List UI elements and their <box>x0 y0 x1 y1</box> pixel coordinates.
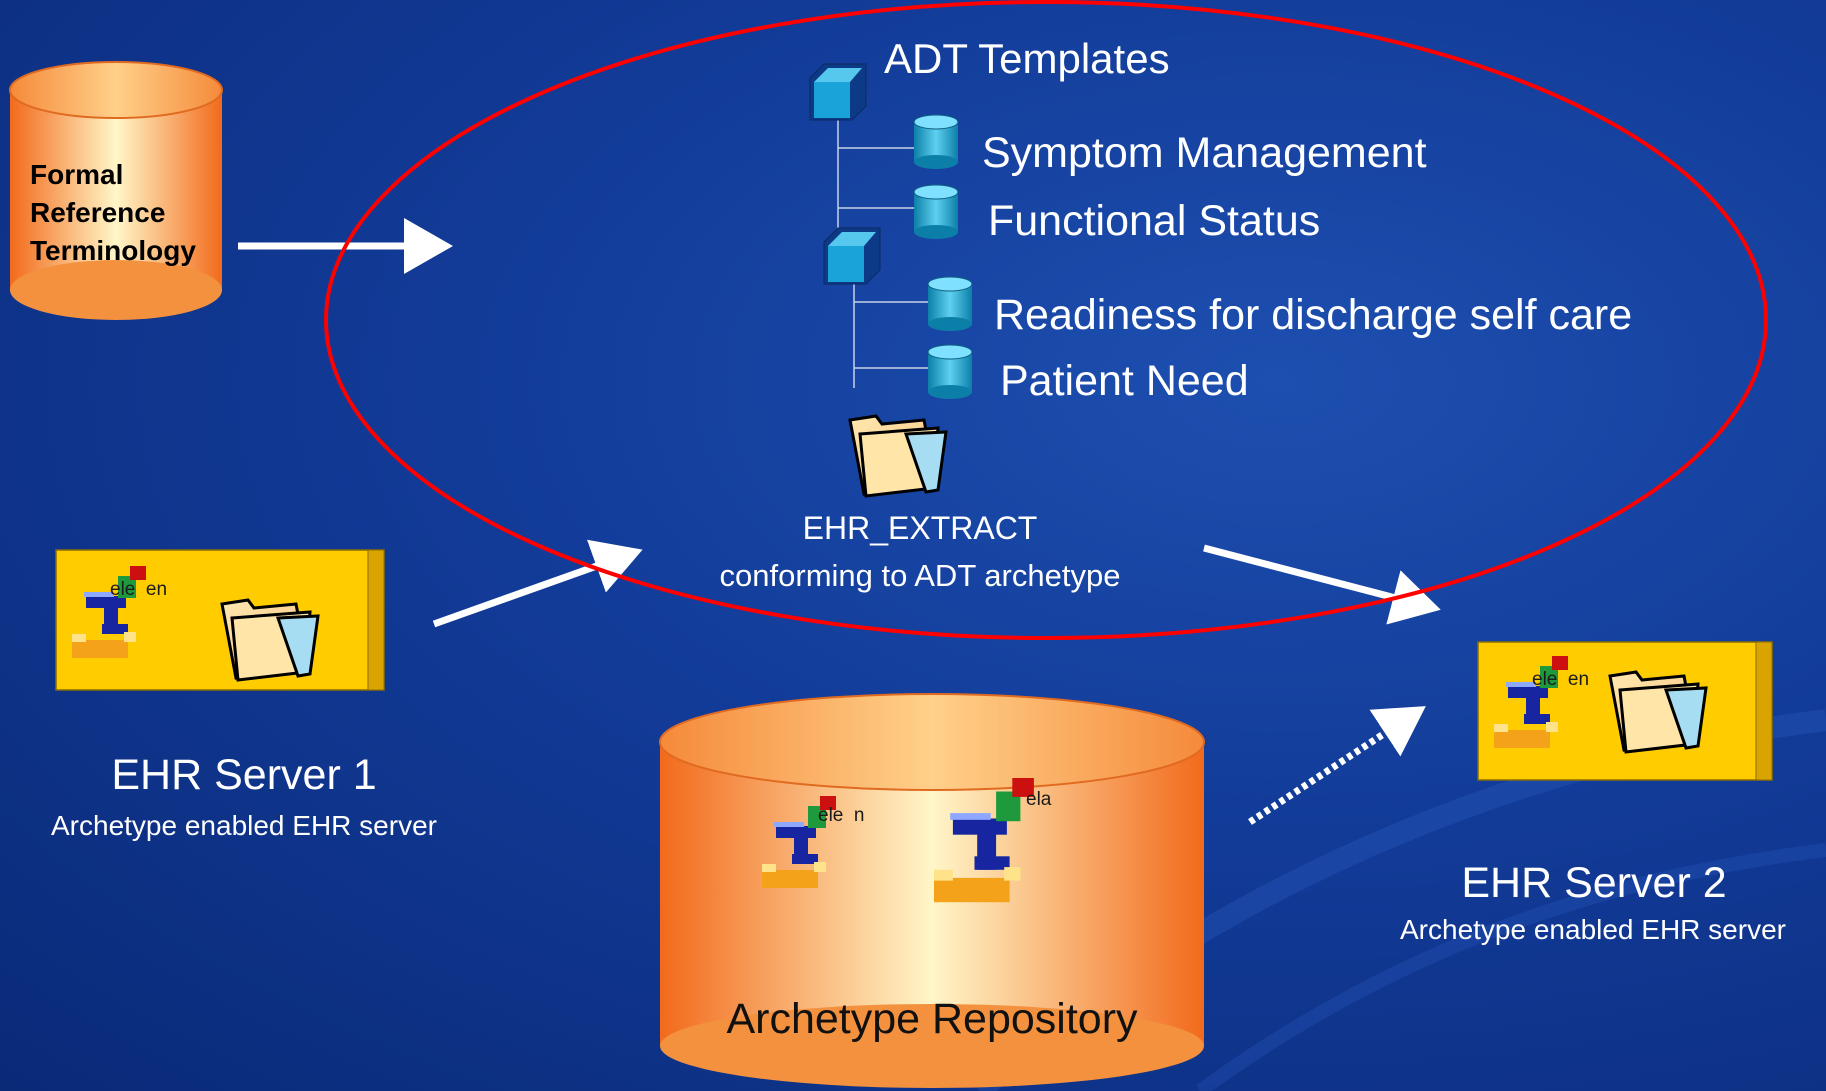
template-item-symptom: Symptom Management <box>982 129 1427 177</box>
server1-box <box>55 549 385 691</box>
functional-database-icon <box>913 184 959 240</box>
terminology-label-line2: Reference <box>30 197 166 228</box>
server2-subtitle: Archetype enabled EHR server <box>1400 914 1786 945</box>
template-root-cube-icon <box>809 63 867 121</box>
repository-to-server2-arrow <box>1248 706 1426 825</box>
template-group-cube-icon <box>823 227 881 285</box>
highlight-ellipse <box>324 0 1768 640</box>
terminology-label-line3: Terminology <box>30 235 196 266</box>
extract-folder-icon <box>848 414 948 498</box>
server2-box <box>1477 641 1773 781</box>
server2-folder-icon <box>1608 670 1708 754</box>
patient-need-database-icon <box>927 344 973 400</box>
server1-title: EHR Server 1 <box>111 751 377 799</box>
repository-element-label-2: ela <box>1026 789 1052 810</box>
template-item-readiness: Readiness for discharge self care <box>994 291 1633 339</box>
server1-folder-icon <box>220 598 320 682</box>
repository-element-label-1: ele n <box>818 805 865 826</box>
template-item-functional: Functional Status <box>988 197 1321 245</box>
repository-label: Archetype Repository <box>726 995 1138 1043</box>
server1-to-extract-arrow <box>432 539 643 628</box>
terminology-cylinder <box>9 61 223 320</box>
extract-title: EHR_EXTRACT <box>802 510 1038 546</box>
server1-element-label: ele en <box>110 579 168 600</box>
terminology-label: Formal Reference Terminology <box>30 156 196 270</box>
extract-subtitle: conforming to ADT archetype <box>719 558 1121 593</box>
terminology-label-line1: Formal <box>30 159 124 190</box>
template-item-patient-need: Patient Need <box>1000 357 1249 405</box>
template-root-label: ADT Templates <box>884 35 1170 82</box>
server1-subtitle: Archetype enabled EHR server <box>51 810 437 841</box>
archetype-repository-cylinder <box>659 693 1205 1088</box>
symptom-database-icon <box>913 114 959 170</box>
server2-title: EHR Server 2 <box>1461 859 1727 907</box>
readiness-database-icon <box>927 276 973 332</box>
server2-element-label: ele en <box>1532 669 1590 690</box>
